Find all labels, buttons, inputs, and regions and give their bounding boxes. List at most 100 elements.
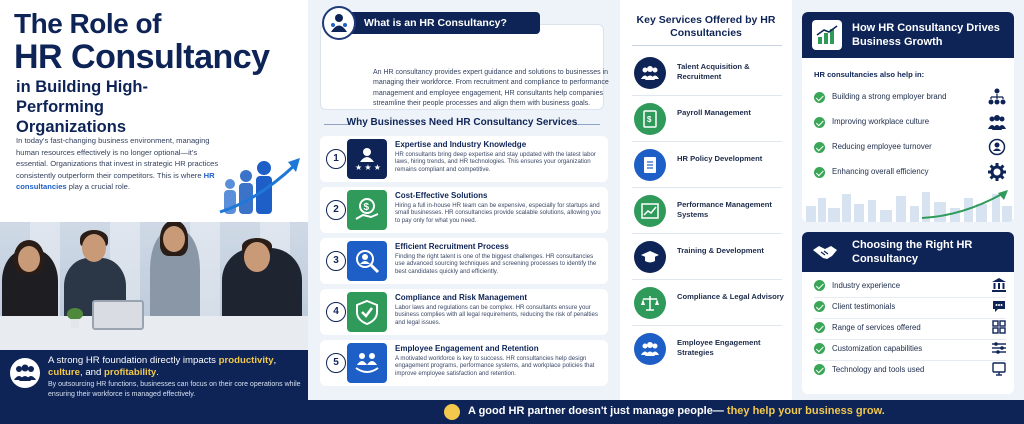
title-line-2: HR Consultancy — [14, 38, 270, 76]
banner-subtext: By outsourcing HR functions, businesses … — [48, 381, 301, 398]
service-label: Employee Engagement Strategies — [677, 338, 761, 357]
check-icon — [814, 322, 825, 333]
talent-search-icon — [347, 241, 387, 281]
choose-item-label: Industry experience — [832, 281, 901, 290]
team-icon — [988, 115, 1006, 130]
reason-body: Finding the right talent is one of the b… — [395, 253, 597, 275]
gear-icon — [988, 163, 1006, 181]
performance-chart-icon — [634, 195, 666, 227]
choose-panel: Choosing the Right HR Consultancy Indust… — [802, 232, 1014, 394]
service-item: Employee Engagement Strategies — [632, 330, 790, 370]
scales-icon — [634, 287, 666, 319]
growth-item-label: Building a strong employer brand — [832, 92, 947, 101]
service-item: $ Payroll Management — [632, 100, 790, 140]
lightbulb-icon — [444, 404, 460, 420]
intro-paragraph: In today's fast-changing business enviro… — [16, 136, 219, 192]
reason-card: 3 Efficient Recruitment Process Finding … — [320, 238, 608, 284]
footer-text: A good HR partner doesn't just manage pe… — [468, 405, 885, 417]
reason-title: Compliance and Risk Management — [395, 293, 528, 302]
svg-text:$: $ — [647, 115, 652, 124]
service-item: Performance Management Systems — [632, 192, 790, 232]
reason-card: 1 ★ ★ ★ Expertise and Industry Knowledge… — [320, 136, 608, 182]
reason-card: 4 Compliance and Risk Management Labor l… — [320, 289, 608, 335]
reason-body: A motivated workforce is key to success.… — [395, 355, 595, 377]
what-is-card: An HR consultancy provides expert guidan… — [320, 24, 609, 110]
choose-item-label: Range of services offered — [832, 323, 921, 332]
bank-icon — [992, 278, 1006, 292]
footer-banner: A good HR partner doesn't just manage pe… — [0, 400, 1024, 424]
check-icon — [814, 117, 825, 128]
services-title: Key Services Offered by HR Consultancies — [636, 14, 776, 39]
service-label: Training & Development — [677, 246, 764, 255]
svg-text:$: $ — [364, 202, 370, 213]
check-icon — [814, 92, 825, 103]
service-label: Payroll Management — [677, 108, 751, 117]
people-care-icon — [347, 343, 387, 383]
choose-item: Range of services offered — [814, 320, 1006, 340]
monitor-icon — [992, 362, 1006, 376]
growth-title: How HR Consultancy Drives Business Growt… — [852, 22, 1000, 48]
reason-number: 1 — [326, 149, 346, 169]
why-title: Why Businesses Need HR Consultancy Servi… — [346, 117, 578, 128]
service-label: Talent Acquisition & Recruitment — [677, 62, 750, 81]
choose-item-label: Client testimonials — [832, 302, 896, 311]
payroll-icon: $ — [634, 103, 666, 135]
growth-item: Enhancing overall efficiency — [814, 163, 1006, 183]
reason-card: 2 $ Cost-Effective Solutions Hiring a fu… — [320, 187, 608, 233]
growth-item: Building a strong employer brand — [814, 88, 1006, 108]
service-label: Compliance & Legal Advisory — [677, 292, 784, 301]
shield-check-icon — [347, 292, 387, 332]
growth-people-icon — [219, 158, 300, 214]
banner-headline: A strong HR foundation directly impacts … — [48, 355, 277, 378]
service-item: HR Policy Development — [632, 146, 790, 186]
choose-item: Customization capabilities — [814, 341, 1006, 361]
foundation-banner: A strong HR foundation directly impacts … — [0, 350, 308, 400]
check-icon — [814, 301, 825, 312]
sliders-icon — [992, 342, 1006, 354]
services-panel: Key Services Offered by HR Consultancies… — [620, 0, 792, 400]
retention-icon — [988, 138, 1006, 156]
growth-item: Improving workplace culture — [814, 115, 1006, 133]
growth-item-label: Enhancing overall efficiency — [832, 167, 929, 176]
org-chart-icon — [988, 88, 1006, 105]
city-skyline-image — [806, 190, 1012, 222]
growth-subtitle: HR consultancies also help in: — [814, 70, 925, 79]
svg-text:★ ★ ★: ★ ★ ★ — [355, 163, 381, 172]
service-item: Training & Development — [632, 238, 790, 278]
chat-icon — [993, 301, 1005, 312]
reason-number: 2 — [326, 200, 346, 220]
office-meeting-image — [0, 222, 308, 350]
growth-panel: How HR Consultancy Drives Business Growt… — [802, 12, 1014, 222]
intro-highlight: HR consultancies — [16, 170, 215, 192]
reason-title: Expertise and Industry Knowledge — [395, 140, 527, 149]
reason-number: 4 — [326, 302, 346, 322]
title-line-3: in Building High-Performing Organization… — [16, 78, 148, 136]
reason-number: 3 — [326, 251, 346, 271]
title-line-1: The Role of — [14, 8, 161, 39]
choose-item-label: Technology and tools used — [832, 365, 925, 374]
growth-item: Reducing employee turnover — [814, 138, 1006, 158]
money-hand-icon: $ — [347, 190, 387, 230]
check-icon — [814, 343, 825, 354]
growth-item-label: Reducing employee turnover — [832, 142, 932, 151]
expert-team-icon: ★ ★ ★ — [347, 139, 387, 179]
choose-item-label: Customization capabilities — [832, 344, 923, 353]
consultant-icon — [322, 6, 356, 40]
check-icon — [814, 167, 825, 178]
what-body: An HR consultancy provides expert guidan… — [373, 69, 609, 107]
growth-item-label: Improving workplace culture — [832, 117, 930, 126]
middle-panel: An HR consultancy provides expert guidan… — [310, 0, 616, 400]
choose-item: Technology and tools used — [814, 362, 1006, 382]
reason-title: Employee Engagement and Retention — [395, 344, 539, 353]
service-label: Performance Management Systems — [677, 200, 772, 219]
choose-item: Client testimonials — [814, 299, 1006, 319]
service-item: Talent Acquisition & Recruitment — [632, 54, 790, 94]
reason-card: 5 Employee Engagement and Retention A mo… — [320, 340, 608, 386]
reason-title: Efficient Recruitment Process — [395, 242, 509, 251]
grid-icon — [992, 320, 1006, 334]
graduation-cap-icon — [634, 241, 666, 273]
choose-title: Choosing the Right HR Consultancy — [852, 239, 973, 265]
reason-body: HR consultants bring deep expertise and … — [395, 151, 596, 173]
left-panel: The Role of HR Consultancy in Building H… — [0, 0, 308, 400]
choose-item: Industry experience — [814, 278, 1006, 298]
